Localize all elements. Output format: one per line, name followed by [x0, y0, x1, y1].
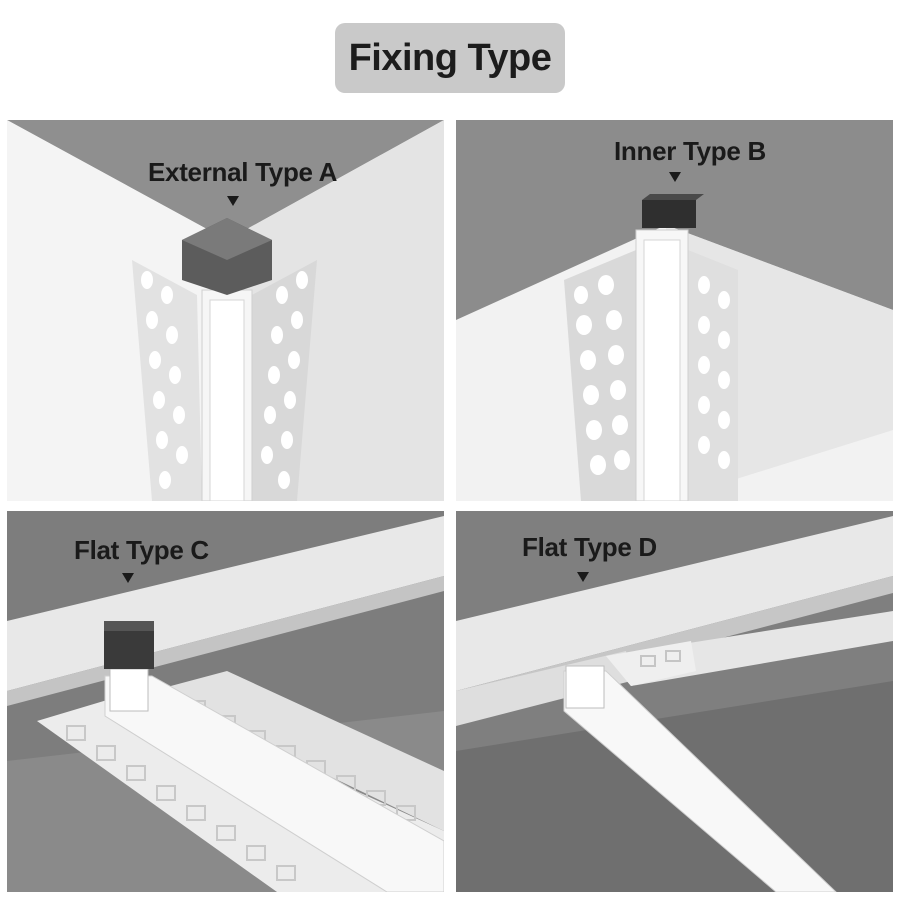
- panel-label-flat-type-c: Flat Type C: [74, 535, 209, 565]
- panel-flat-type-c: Flat Type C: [7, 511, 444, 892]
- pointer-arrow-d: [577, 572, 589, 582]
- panel-label-flat-type-d: Flat Type D: [522, 532, 657, 562]
- panel-flat-type-d: Flat Type D: [456, 511, 893, 892]
- flat-type-d-illustration: [456, 511, 893, 892]
- pointer-arrow-b: [669, 172, 681, 182]
- panel-inner-type-b: Inner Type B: [456, 120, 893, 501]
- pointer-arrow-c: [122, 573, 134, 583]
- panel-label-inner-type-b: Inner Type B: [614, 136, 766, 166]
- external-corner-illustration: [7, 120, 444, 501]
- page-title: Fixing Type: [348, 36, 552, 79]
- pointer-arrow-a: [227, 196, 239, 206]
- flat-type-c-illustration: [7, 511, 444, 892]
- panel-label-external-type-a: External Type A: [148, 157, 338, 187]
- inner-corner-illustration: [456, 120, 893, 501]
- title-badge: Fixing Type: [335, 23, 565, 93]
- panel-external-type-a: External Type A: [7, 120, 444, 501]
